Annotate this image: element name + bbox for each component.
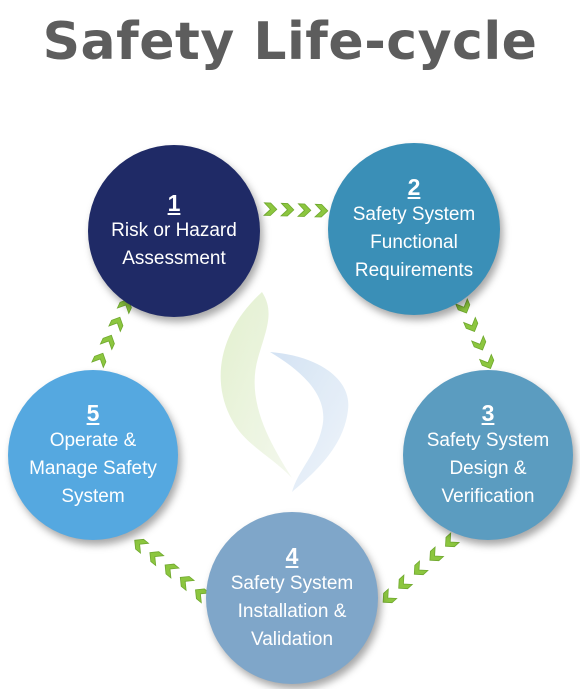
- flame-logo-watermark: [220, 292, 349, 492]
- arrow-chevron: [99, 334, 115, 351]
- step-label-line: Operate &: [49, 430, 137, 451]
- step-2-circle: 2 Safety System Functional Requirements: [328, 143, 500, 315]
- step-label-line: System: [61, 486, 125, 507]
- arrow-chevron: [314, 203, 329, 218]
- arrow-chevron: [470, 334, 487, 351]
- step-1-circle: 1 Risk or Hazard Assessment: [88, 145, 260, 317]
- cycle-arrows: [91, 202, 495, 604]
- step-5-circle: 5 Operate & Manage Safety System: [8, 370, 178, 540]
- step-label-line: Installation &: [237, 601, 347, 622]
- arrow-chevron: [445, 532, 461, 548]
- step-4-circle: 4 Safety System Installation & Validatio…: [206, 512, 378, 684]
- arrow-chevron: [462, 316, 479, 333]
- page-title: Safety Life-cycle: [42, 12, 538, 72]
- step-number: 3: [481, 400, 495, 426]
- arrow-chevron: [108, 316, 124, 333]
- step-number: 5: [86, 400, 100, 426]
- arrow-chevron: [179, 576, 196, 592]
- step-label-line: Safety System: [230, 573, 354, 594]
- arrow-chevron: [429, 546, 445, 562]
- arrow-chevron: [297, 203, 312, 217]
- step-label-line: Verification: [441, 486, 535, 507]
- arrow-chevron: [398, 574, 414, 590]
- arrow-chevron: [263, 202, 278, 216]
- step-3-circle: 3 Safety System Design & Verification: [403, 370, 573, 540]
- arrow-chevron: [382, 588, 398, 604]
- arrow-chevron: [413, 560, 429, 576]
- arrow-chevron: [164, 563, 180, 579]
- step-number: 2: [407, 174, 421, 200]
- arrow-chevron: [454, 297, 471, 314]
- step-number: 1: [167, 190, 181, 216]
- step-label-line: Risk or Hazard: [111, 220, 237, 241]
- step-label-line: Design &: [449, 458, 527, 479]
- step-label-line: Safety System: [426, 430, 550, 451]
- arrow-chevron: [280, 202, 295, 217]
- step-label-line: Functional: [370, 232, 458, 253]
- step-label-line: Requirements: [354, 260, 474, 281]
- step-label-line: Safety System: [352, 204, 476, 225]
- step-number: 4: [285, 543, 299, 569]
- arrow-chevron: [149, 551, 165, 567]
- step-label-line: Manage Safety: [29, 458, 157, 479]
- step-label-line: Assessment: [122, 248, 226, 269]
- arrow-chevron: [91, 352, 107, 369]
- arrow-chevron: [195, 588, 211, 604]
- arrow-chevron: [478, 353, 495, 370]
- arrow-chevron: [134, 538, 150, 555]
- step-label-line: Validation: [250, 629, 334, 650]
